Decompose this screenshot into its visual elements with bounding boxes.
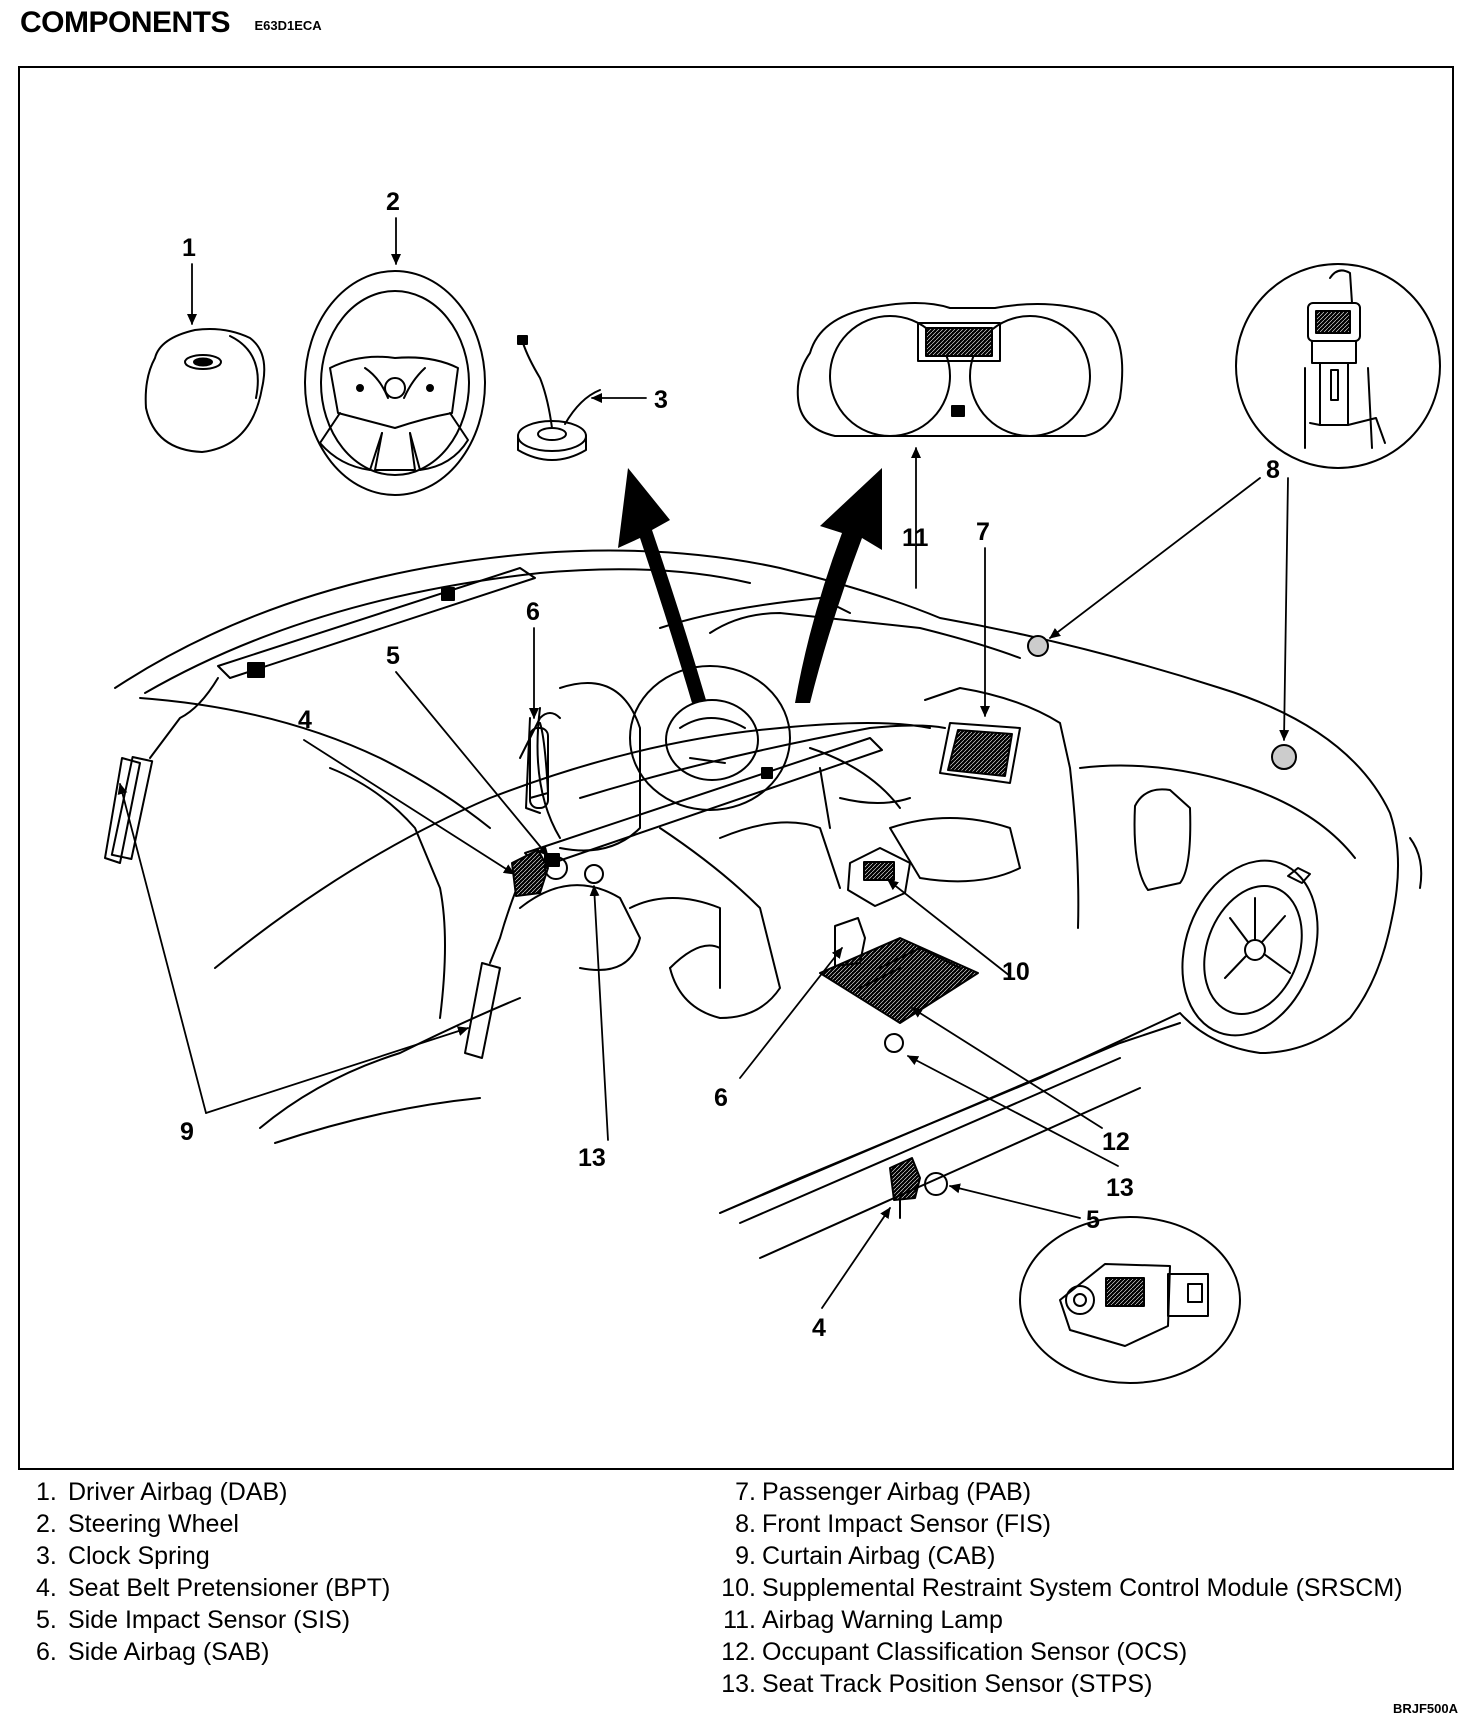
- clock-spring-illustration: [517, 335, 601, 461]
- legend-number: 9.: [735, 1542, 756, 1570]
- legend-item: 12.Occupant Classification Sensor (OCS): [712, 1636, 1403, 1668]
- legend-number: 4.: [36, 1574, 57, 1602]
- legend-item: 5. Side Impact Sensor (SIS): [36, 1604, 390, 1636]
- legend-number: 3.: [36, 1542, 57, 1570]
- legend-item: 10.Supplemental Restraint System Control…: [712, 1572, 1403, 1604]
- callout-4-upper: 4: [298, 706, 312, 734]
- legend-label: Driver Airbag (DAB): [68, 1478, 288, 1506]
- callout-7: 7: [976, 518, 990, 546]
- legend-label: Steering Wheel: [68, 1510, 239, 1538]
- callout-6-lower: 6: [714, 1084, 728, 1112]
- legend-item: 11.Airbag Warning Lamp: [712, 1604, 1403, 1636]
- legend-item: 8.Front Impact Sensor (FIS): [712, 1508, 1403, 1540]
- legend-item: 4. Seat Belt Pretensioner (BPT): [36, 1572, 390, 1604]
- page-header: COMPONENTS E63D1ECA: [20, 6, 322, 46]
- legend-label: Side Airbag (SAB): [68, 1638, 270, 1666]
- legend-number: 10.: [721, 1574, 756, 1602]
- legend-number: 11.: [723, 1606, 756, 1634]
- callout-4-lower: 4: [812, 1314, 826, 1342]
- legend-number: 1.: [36, 1478, 57, 1506]
- callout-labels: 1 2 3 4 4 5 5 6 6 7 8 9 10 11 12 13 13: [180, 188, 1280, 1342]
- callout-10: 10: [1002, 958, 1030, 986]
- curtain-airbag-rails: [104, 567, 883, 1059]
- legend-number: 8.: [735, 1510, 756, 1538]
- seat-side-airbag-illustration: [834, 917, 866, 967]
- legend-number: 6.: [36, 1638, 57, 1666]
- callout-13-left: 13: [578, 1144, 606, 1172]
- callout-13-right: 13: [1106, 1174, 1134, 1202]
- page-title: COMPONENTS: [20, 6, 231, 39]
- legend-item: 3. Clock Spring: [36, 1540, 390, 1572]
- legend-label: Seat Track Position Sensor (STPS): [762, 1670, 1153, 1698]
- legend-item: 2. Steering Wheel: [36, 1508, 390, 1540]
- legend-label: Passenger Airbag (PAB): [762, 1478, 1032, 1506]
- callout-3: 3: [654, 386, 668, 414]
- legend-item: 13.Seat Track Position Sensor (STPS): [712, 1668, 1403, 1700]
- diagram-frame: 1 2 3 4 4 5 5 6 6 7 8 9 10 11 12 13 13: [18, 66, 1454, 1470]
- section-code: E63D1ECA: [254, 18, 322, 33]
- callout-5-lower: 5: [1086, 1206, 1100, 1234]
- legend-number: 5.: [36, 1606, 57, 1634]
- legend-label: Curtain Airbag (CAB): [762, 1542, 996, 1570]
- legend-item: 9.Curtain Airbag (CAB): [712, 1540, 1403, 1572]
- callout-8: 8: [1266, 456, 1280, 484]
- figure-code: BRJF500A: [1392, 1701, 1458, 1716]
- legend-number: 7.: [735, 1478, 756, 1506]
- driver-airbag-illustration: [144, 328, 266, 453]
- srscm-module-illustration: [847, 847, 911, 907]
- legend-item: 6. Side Airbag (SAB): [36, 1636, 390, 1668]
- legend-number: 13.: [721, 1670, 756, 1698]
- rocker-panel: [719, 1022, 1181, 1259]
- sensor-markers: [544, 635, 1297, 1196]
- callout-6-upper: 6: [526, 598, 540, 626]
- side-impact-sensor-inset: [1019, 1216, 1241, 1384]
- legend-label: Clock Spring: [68, 1542, 210, 1570]
- front-impact-sensor-inset: [1235, 263, 1441, 469]
- legend-label: Front Impact Sensor (FIS): [762, 1510, 1051, 1538]
- callout-11: 11: [902, 524, 929, 552]
- instrument-cluster-illustration: [796, 302, 1124, 437]
- front-wheel-illustration: [1181, 859, 1319, 1037]
- ocs-mat-illustration: [819, 937, 979, 1024]
- callout-12: 12: [1102, 1128, 1130, 1156]
- legend-right-column: 7.Passenger Airbag (PAB) 8.Front Impact …: [712, 1476, 1403, 1700]
- legend-label: Supplemental Restraint System Control Mo…: [762, 1574, 1403, 1602]
- legend-label: Occupant Classification Sensor (OCS): [762, 1638, 1188, 1666]
- components-diagram: 1 2 3 4 4 5 5 6 6 7 8 9 10 11 12 13 13: [104, 188, 1441, 1384]
- legend-number: 12.: [721, 1638, 756, 1666]
- steering-wheel-illustration: [304, 270, 486, 496]
- callout-2: 2: [386, 188, 400, 216]
- leader-lines: [117, 217, 1290, 1309]
- callout-9: 9: [180, 1118, 194, 1146]
- upward-arrows: [618, 468, 882, 703]
- legend-label: Seat Belt Pretensioner (BPT): [68, 1574, 391, 1602]
- vehicle-body-outline: [114, 549, 1423, 1214]
- interior-illustration: [519, 665, 1021, 1019]
- bpt-illustration: [511, 849, 921, 1219]
- legend-number: 2.: [36, 1510, 57, 1538]
- legend-item: 7.Passenger Airbag (PAB): [712, 1476, 1403, 1508]
- legend-left-column: 1. Driver Airbag (DAB) 2. Steering Wheel 3…: [36, 1476, 390, 1668]
- callout-5-upper: 5: [386, 642, 400, 670]
- callout-1: 1: [182, 234, 196, 262]
- legend-label: Side Impact Sensor (SIS): [68, 1606, 351, 1634]
- legend-label: Airbag Warning Lamp: [762, 1606, 1003, 1634]
- legend-item: 1. Driver Airbag (DAB): [36, 1476, 390, 1508]
